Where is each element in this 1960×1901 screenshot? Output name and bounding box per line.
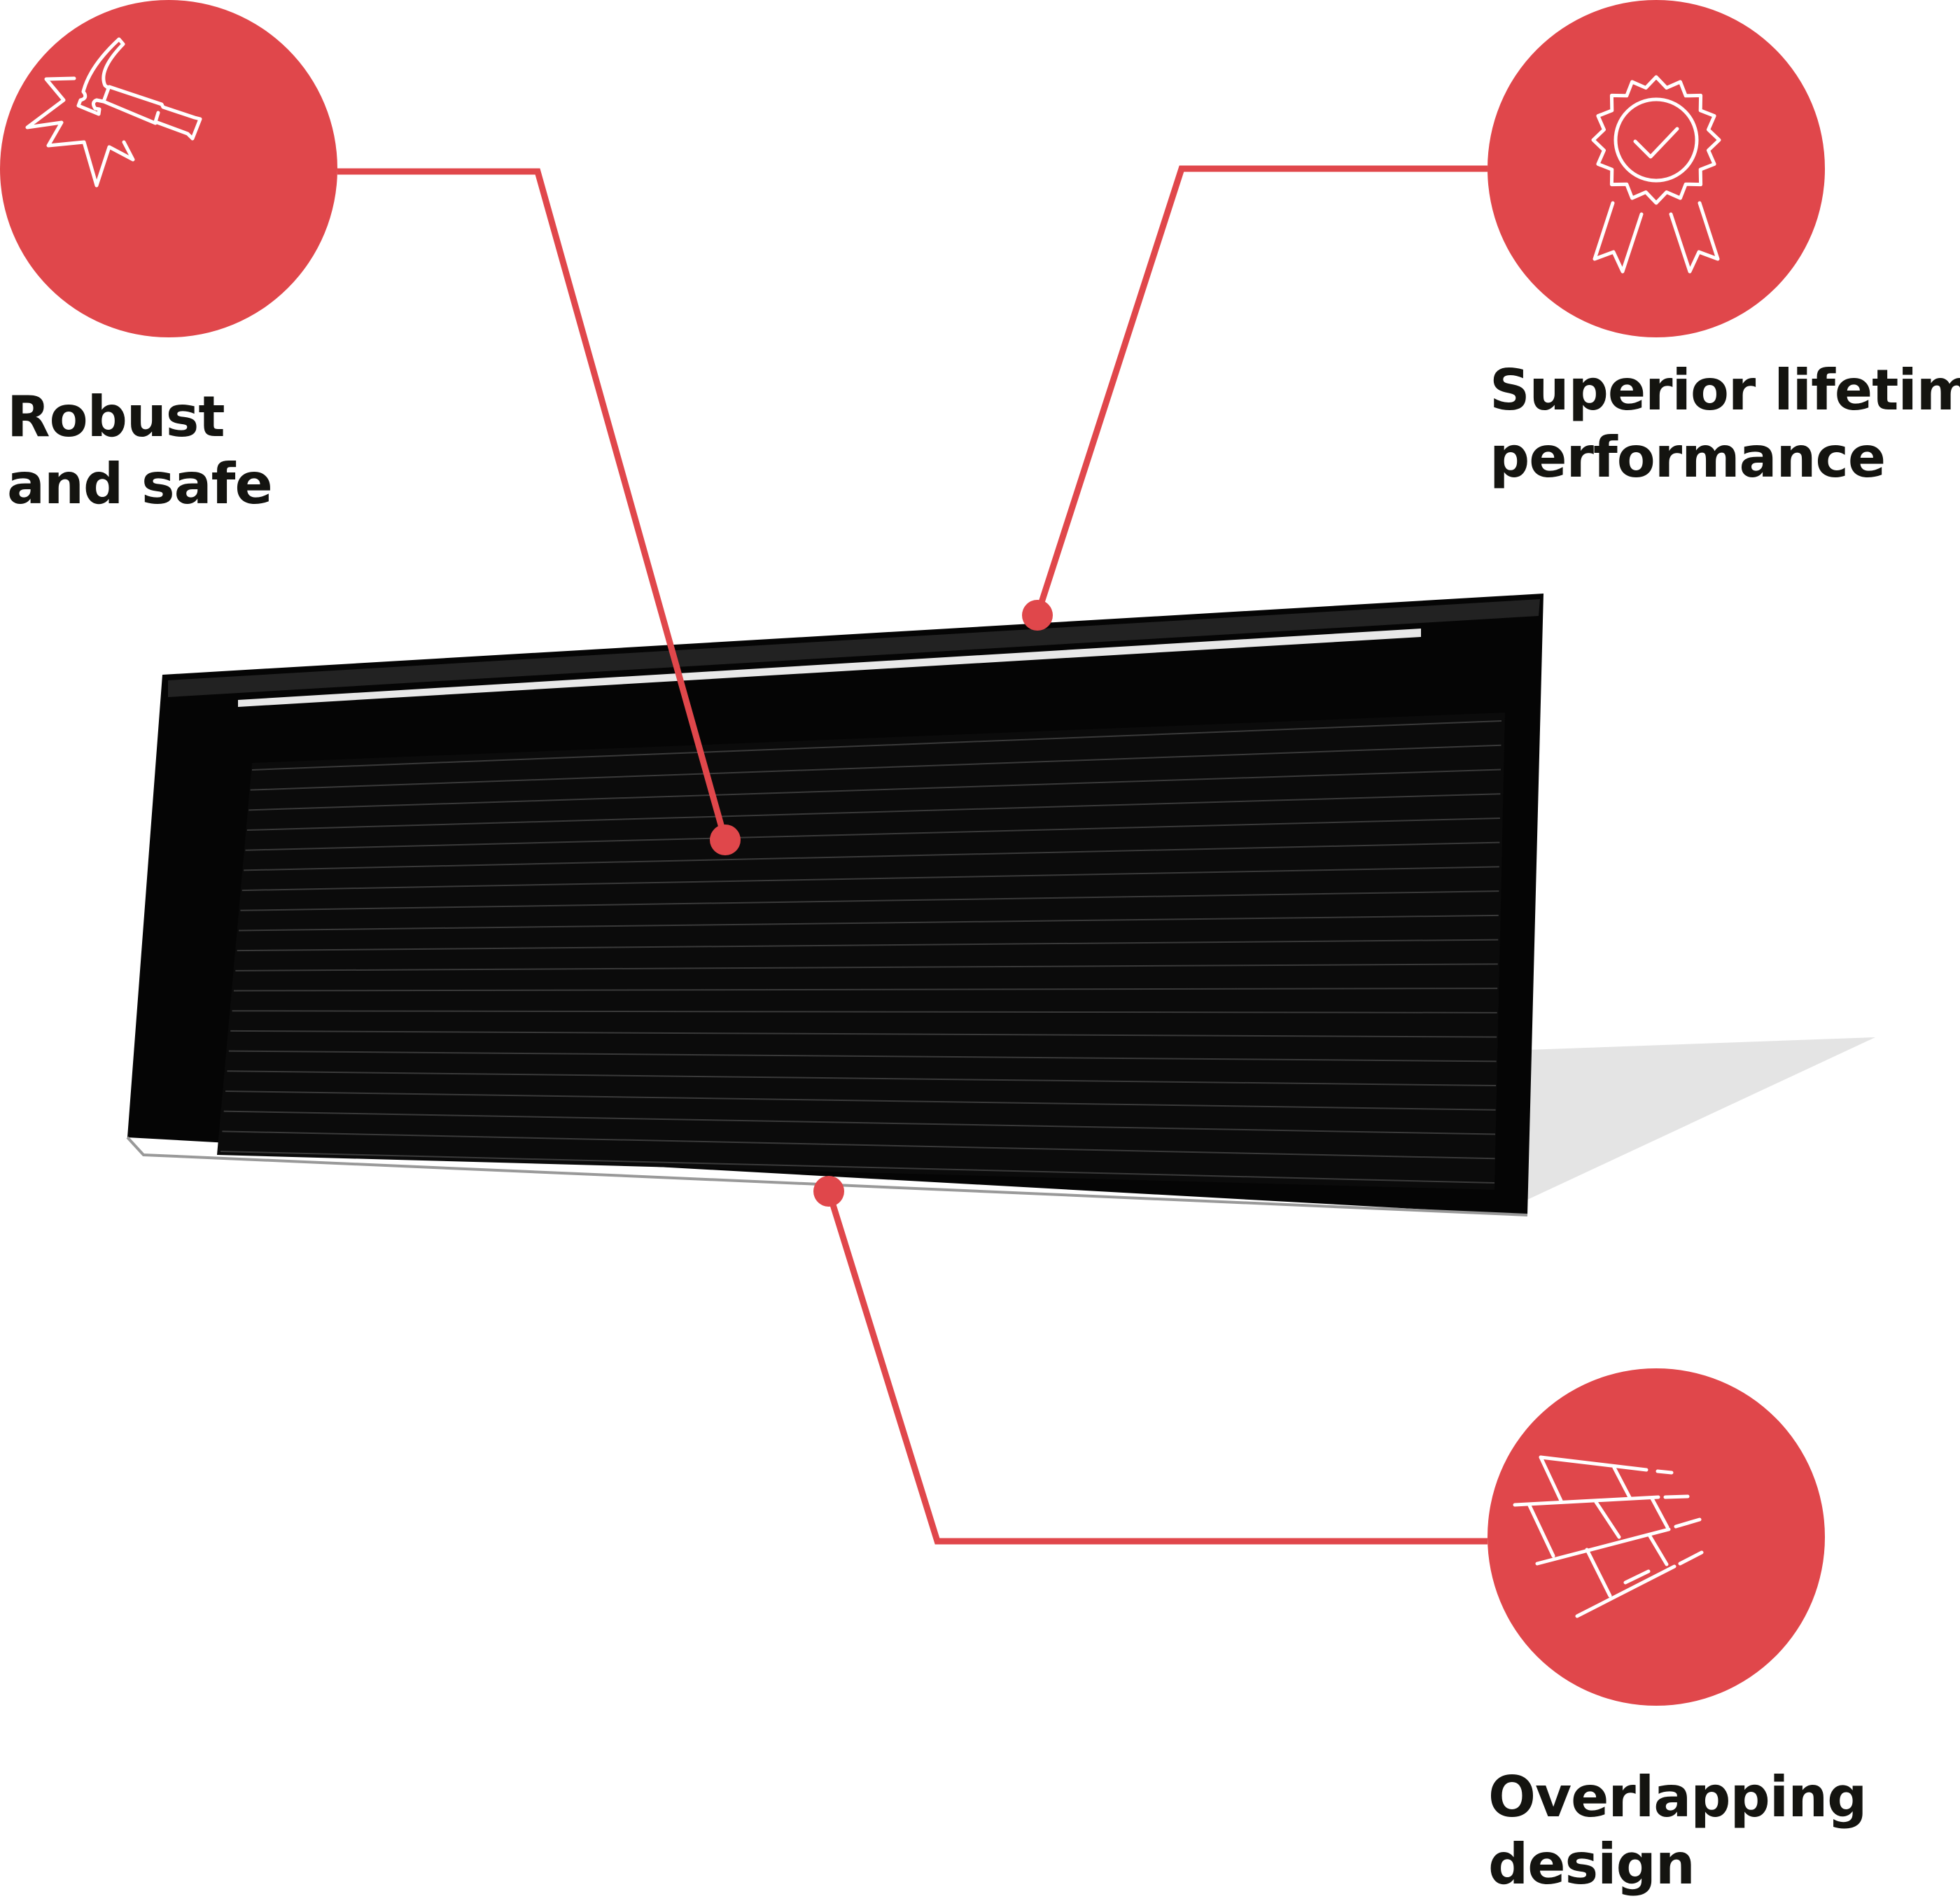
- connector-robust: [337, 168, 729, 841]
- panel-shadow: [1527, 1037, 1875, 1200]
- cell-row-line: [225, 1090, 1496, 1111]
- feature-circle-robust: [0, 0, 337, 337]
- cell-row-line: [232, 1010, 1497, 1013]
- cell-row-line: [230, 1030, 1497, 1038]
- cell-row-line: [235, 963, 1498, 971]
- connector-dot-lifetime: [1022, 600, 1053, 631]
- cell-row-line: [248, 769, 1501, 811]
- cell-row-line: [228, 1050, 1497, 1062]
- feature-circle-overlap: [1488, 1368, 1825, 1706]
- feature-label-overlap: Overlapping design: [1488, 1764, 1867, 1898]
- cell-row-line: [227, 1070, 1497, 1087]
- connector-dot-robust: [710, 825, 741, 855]
- cell-row-line: [222, 1130, 1495, 1160]
- award-rosette-check-icon: [1591, 75, 1721, 274]
- label-line: performance: [1490, 425, 1886, 490]
- label-line: Robust: [7, 384, 225, 449]
- label-line: Superior lifetime: [1490, 358, 1960, 423]
- label-line: and safe: [7, 451, 273, 517]
- connector-dot-overlap: [813, 1176, 844, 1207]
- cell-row-line: [223, 1110, 1496, 1135]
- overlapping-tiles-icon: [1513, 1455, 1704, 1618]
- cell-row-line: [220, 1151, 1495, 1184]
- cell-row-line: [233, 988, 1498, 992]
- cell-row-line: [246, 793, 1501, 832]
- hammer-impact-icon: [25, 37, 202, 188]
- cell-row-line: [250, 744, 1502, 791]
- cell-row-line: [239, 914, 1499, 932]
- cell-row-line: [251, 720, 1502, 771]
- cell-row-line: [240, 890, 1499, 911]
- connector-overlap: [825, 1190, 1488, 1545]
- feature-circle-lifetime: [1488, 0, 1825, 337]
- cell-row-line: [241, 866, 1499, 892]
- cell-row-line: [244, 841, 1500, 871]
- connector-lifetime: [1034, 165, 1488, 617]
- cell-row-line: [245, 817, 1500, 851]
- label-line: design: [1488, 1832, 1695, 1897]
- cell-row-line: [237, 939, 1499, 952]
- feature-label-lifetime: Superior lifetime performance: [1490, 357, 1960, 491]
- feature-label-robust: Robust and safe: [7, 384, 273, 518]
- label-line: Overlapping: [1488, 1765, 1867, 1830]
- solar-panel-image: [126, 594, 1544, 1216]
